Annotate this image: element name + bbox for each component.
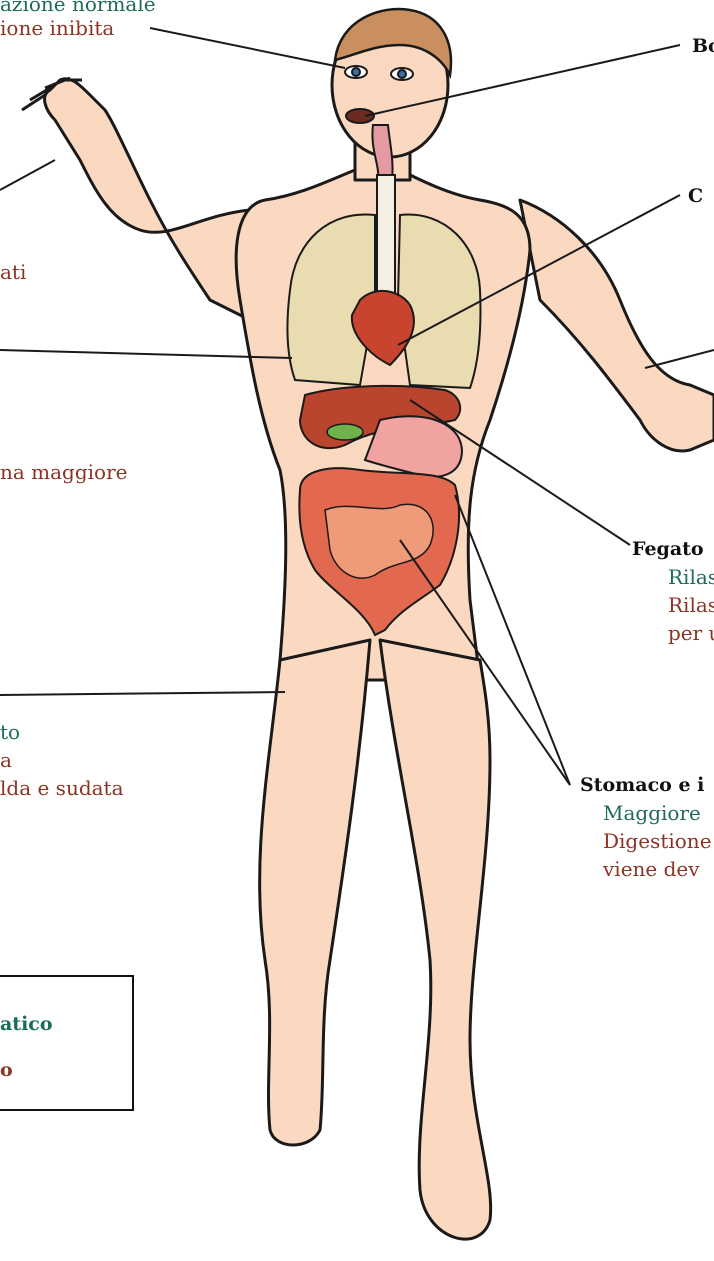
- label-stomaco-1: Maggiore: [603, 799, 701, 827]
- label-top-left-2: ione inibita: [0, 14, 114, 42]
- right-arm: [45, 79, 250, 320]
- label-skin-1: to: [0, 718, 20, 746]
- label-fegato-2: Rilas: [668, 591, 714, 619]
- legend-line-2: o: [0, 1059, 13, 1081]
- label-stomaco-2: Digestione: [603, 827, 712, 855]
- label-fegato-1: Rilas: [668, 563, 714, 591]
- label-stomaco-head: Stomaco e i: [580, 771, 704, 799]
- label-stomaco-3: viene dev: [603, 855, 700, 883]
- gallbladder: [327, 424, 363, 440]
- label-right-c: C: [688, 182, 703, 210]
- label-fegato-3: per u: [668, 619, 714, 647]
- label-left-maggiore: na maggiore: [0, 458, 128, 486]
- legend-box: atico o: [0, 975, 134, 1111]
- label-fegato-head: Fegato: [632, 535, 704, 563]
- label-left-ati: ati: [0, 258, 26, 286]
- left-arm: [520, 200, 714, 451]
- trachea: [377, 175, 395, 305]
- label-skin-2: a: [0, 746, 12, 774]
- label-skin-3: lda e sudata: [0, 774, 124, 802]
- right-leg: [260, 640, 370, 1145]
- left-leg: [380, 640, 491, 1239]
- label-right-top: Bo: [692, 32, 714, 60]
- legend-line-1: atico: [0, 1013, 53, 1035]
